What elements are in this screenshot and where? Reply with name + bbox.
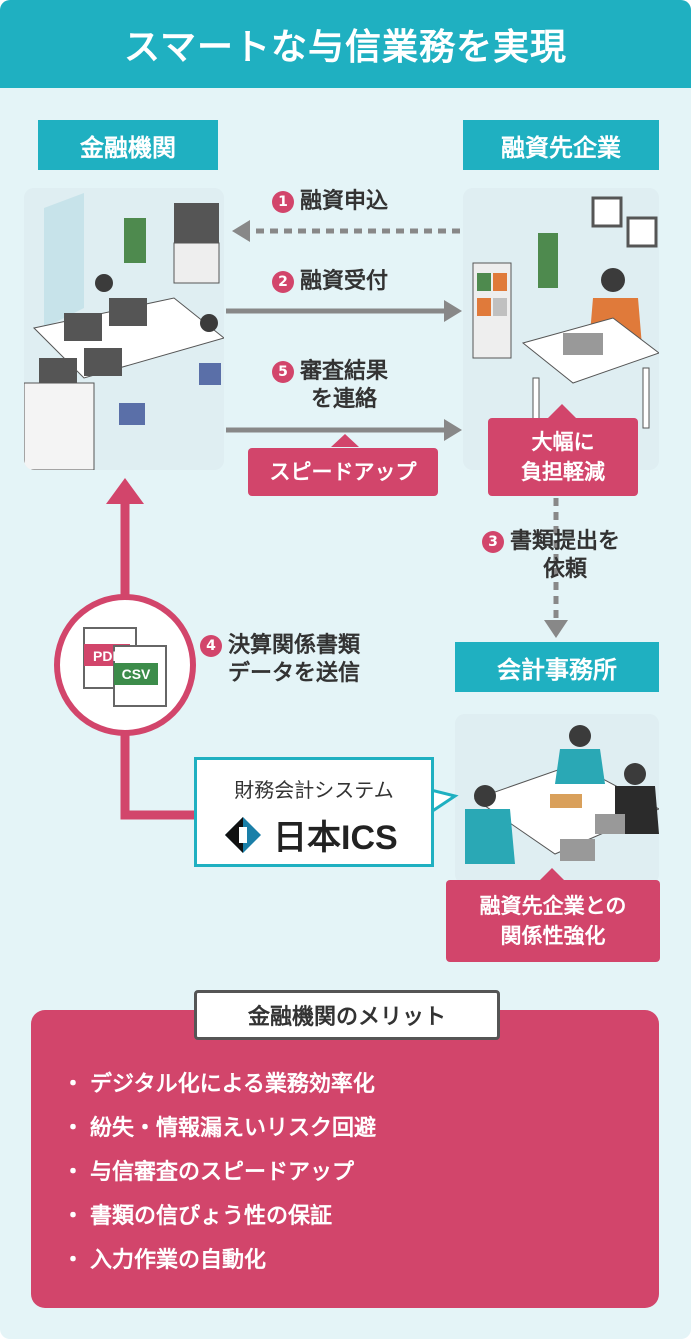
- merit-item: 入力作業の自動化: [62, 1242, 376, 1286]
- csv-label: CSV: [122, 666, 151, 682]
- tag-speed-up: スピードアップ: [248, 448, 438, 496]
- merit-list: デジタル化による業務効率化 紛失・情報漏えいリスク回避 与信審査のスピードアップ…: [62, 1066, 376, 1286]
- arrow-step4-head: [106, 478, 144, 504]
- tag-burden-reduction: 大幅に 負担軽減: [488, 418, 638, 496]
- merit-item: 書類の信ぴょう性の保証: [62, 1198, 376, 1242]
- ics-logo: 日本ICS: [223, 810, 398, 859]
- merit-title: 金融機関のメリット: [194, 990, 500, 1040]
- label-bank: 金融機関: [38, 120, 218, 170]
- accounting-system-box: 財務会計システム 日本ICS: [194, 757, 434, 867]
- arrow-step3-head: [544, 620, 568, 638]
- label-borrower: 融資先企業: [463, 120, 659, 170]
- merit-item: 紛失・情報漏えいリスク回避: [62, 1110, 376, 1154]
- merit-item: デジタル化による業務効率化: [62, 1066, 376, 1110]
- label-accountant: 会計事務所: [455, 642, 659, 692]
- pdf-label: PDF: [93, 648, 121, 664]
- merit-item: 与信審査のスピードアップ: [62, 1154, 376, 1198]
- arrow-step5-head: [444, 419, 462, 441]
- bank-office-illustration: [24, 188, 224, 470]
- ics-brand-name: 日本ICS: [273, 819, 398, 857]
- arrow-step1-head: [232, 220, 250, 242]
- accountant-office-illustration: [455, 714, 659, 884]
- page-title: スマートな与信業務を実現: [0, 0, 691, 88]
- ics-logo-icon: [225, 816, 261, 853]
- arrow-step2-head: [444, 300, 462, 322]
- tag-relationship: 融資先企業との 関係性強化: [446, 880, 660, 962]
- system-caption: 財務会計システム: [234, 778, 394, 802]
